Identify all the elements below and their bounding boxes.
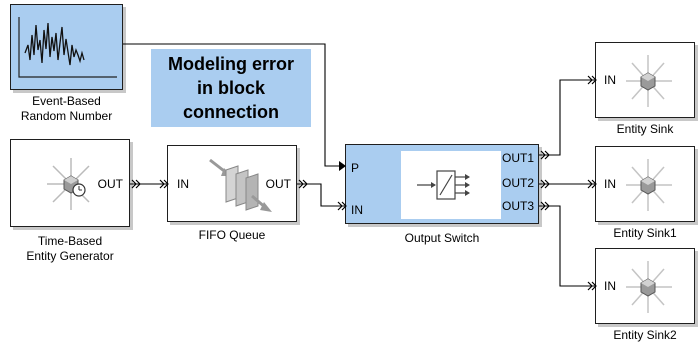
fifo-queue-label: FIFO Queue — [198, 228, 266, 242]
annotation-line2: in block — [196, 78, 265, 98]
wire-fifo-to-switch-in — [297, 183, 345, 207]
wire-switch-to-sink — [539, 79, 595, 156]
chevron-sink-in — [587, 75, 597, 85]
clock-entity-icon — [47, 158, 90, 210]
random-number-label-line1: Event-Based — [32, 94, 101, 108]
switch-icon — [417, 170, 470, 200]
random-number-block[interactable] — [10, 4, 123, 90]
entity-generator-label-line1: Time-Based — [37, 234, 103, 248]
random-number-label: Event-Based Random Number — [10, 94, 123, 124]
entity-sink1-label: Entity Sink1 — [613, 226, 677, 240]
entity-sink2-block[interactable]: IN — [595, 248, 695, 324]
output-switch-block[interactable]: P IN OUT1 OUT2 OUT3 — [345, 144, 539, 224]
switch-out1-port: OUT1 — [501, 151, 534, 165]
chevron-switch-out1 — [540, 150, 550, 160]
modeling-error-annotation: Modeling error in block connection — [151, 49, 311, 127]
chevron-fifo-in — [159, 179, 169, 189]
fifo-queue-block[interactable]: IN OUT — [167, 145, 297, 222]
signal-plot-icon — [18, 17, 117, 78]
entity-generator-block[interactable]: OUT — [10, 139, 130, 227]
entity-generator-label: Time-Based Entity Generator — [10, 234, 130, 264]
wire-switch-to-sink2 — [539, 205, 595, 287]
fifo-out-port: OUT — [265, 177, 291, 191]
random-number-label-line2: Random Number — [20, 109, 113, 123]
sink-in-port: IN — [604, 73, 616, 87]
chevron-generator-out — [131, 179, 141, 189]
entity-sink-label: Entity Sink — [616, 122, 674, 136]
switch-in-port: IN — [351, 203, 363, 217]
switch-icon-panel — [401, 151, 501, 219]
queue-icon — [209, 158, 272, 212]
entity-sink-block[interactable]: IN — [595, 42, 695, 118]
chevron-sink2-in — [587, 281, 597, 291]
annotation-line3: connection — [182, 102, 279, 122]
fifo-in-port: IN — [177, 177, 189, 191]
entity-generator-label-line2: Entity Generator — [26, 249, 114, 263]
chevron-switch-in — [337, 201, 347, 211]
chevron-sink1-in — [587, 179, 597, 189]
sink-cube-icon — [626, 55, 672, 107]
sink-cube-icon — [626, 261, 672, 313]
sink-cube-icon — [626, 159, 672, 211]
switch-out2-port: OUT2 — [501, 176, 534, 190]
wire-random-to-switch-p — [123, 43, 339, 167]
annotation-line1: Modeling error — [167, 54, 294, 74]
output-switch-label: Output Switch — [404, 231, 480, 245]
switch-p-port: P — [351, 161, 360, 175]
switch-out3-port: OUT3 — [501, 199, 534, 213]
chevron-switch-out2 — [540, 179, 550, 189]
entity-sink2-label: Entity Sink2 — [613, 328, 677, 342]
chevron-switch-out3 — [540, 201, 550, 211]
arrowhead-p — [339, 161, 346, 171]
chevron-fifo-out — [298, 179, 308, 189]
entity-generator-out-port: OUT — [97, 177, 123, 191]
sink1-in-port: IN — [604, 177, 616, 191]
sink2-in-port: IN — [604, 279, 616, 293]
entity-sink1-block[interactable]: IN — [595, 146, 695, 222]
